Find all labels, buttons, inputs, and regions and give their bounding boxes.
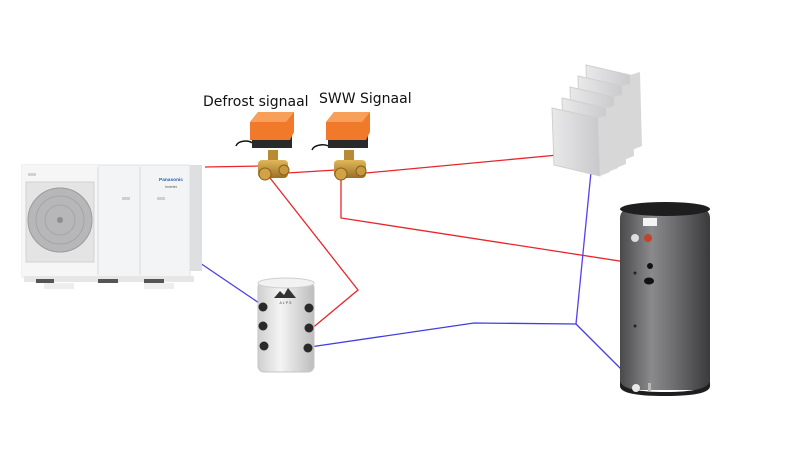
- pipe-defrost-valve-to-dhw-valve: [286, 169, 337, 174]
- dhw-valve-label: SWW Signaal: [319, 91, 412, 107]
- pipe-radiators-return: [575, 171, 592, 325]
- inverter-logo: Inverter: [165, 185, 178, 189]
- alps-brand-text: ALPS: [280, 301, 293, 305]
- radiators: [551, 64, 642, 177]
- pipe-dhw-valve-to-radiators: [365, 154, 559, 174]
- pipe-defrost-valve-to-buffer: [269, 177, 359, 331]
- radiator-panel: [551, 107, 610, 177]
- heat-pump-outdoor-unit: Panasonic Inverter: [21, 164, 202, 289]
- brand-logo-panasonic: Panasonic: [159, 177, 183, 183]
- pipe-hp-return-from-buffer: [199, 262, 263, 306]
- defrost-valve: [235, 112, 294, 181]
- pipes: [199, 154, 653, 389]
- pipe-dhw-valve-to-boiler: [340, 178, 653, 267]
- alps-mountain-logo: [274, 288, 296, 298]
- pipe-hp-to-defrost-valve: [204, 165, 263, 168]
- dhw-valve: [311, 112, 370, 181]
- defrost-valve-label: Defrost signaal: [203, 94, 309, 110]
- dhw-boiler: [620, 202, 710, 396]
- buffer-tank: ALPS: [257, 277, 315, 373]
- pipe-buffer-return-manifold: [309, 322, 577, 348]
